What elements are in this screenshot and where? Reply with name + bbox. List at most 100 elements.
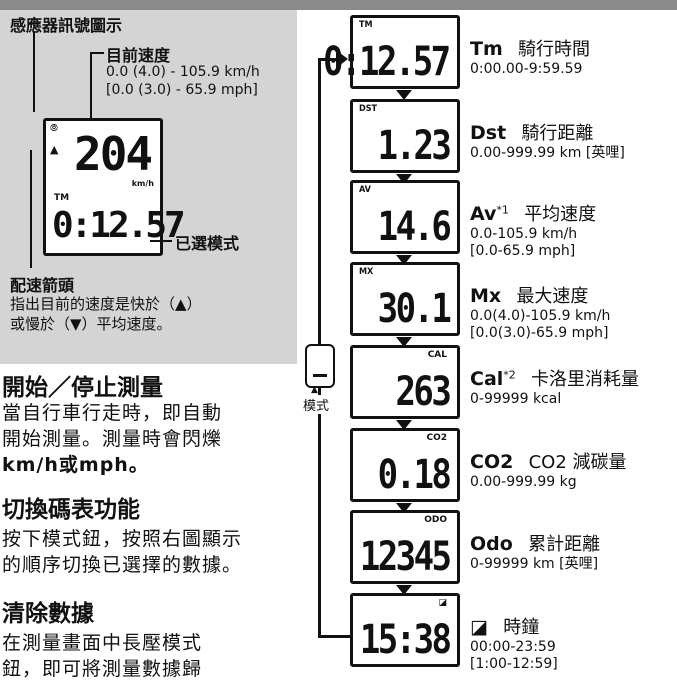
mode-footnote-mark: *2: [503, 368, 516, 382]
current-speed-range-mph: [0.0 (3.0) - 65.9 mph]: [106, 82, 258, 98]
section-text-line: 在測量畫面中長壓模式: [2, 632, 203, 654]
mode-range: 0.00-999.99 kg: [470, 474, 577, 490]
section-text-line: 開始測量。測量時會閃爍: [2, 428, 223, 450]
mode-chinese-name: 時鐘: [503, 617, 540, 638]
display-time: 0:12.57: [52, 205, 186, 246]
mode-title-line: Odo 累計距離: [470, 530, 675, 556]
display-unit: km/h: [131, 179, 154, 188]
flow-loop-top: [318, 58, 338, 61]
flow-arrow-down-icon: [396, 90, 412, 100]
sensor-signal-icon: ⦾: [50, 123, 58, 134]
section-heading-start-stop: 開始／停止測量: [2, 375, 163, 401]
flow-loop-bottom: [318, 635, 350, 638]
mode-range: 0-99999 kcal: [470, 391, 562, 407]
mode-button-bar: [313, 374, 327, 377]
mode-range: 0:00.00-9:59.59: [470, 61, 583, 77]
mode-screen: CO2 0.18: [350, 428, 460, 502]
mode-screen-value: 0:12.57: [323, 39, 452, 85]
mode-leader-line: [150, 240, 172, 242]
mode-chinese-name: CO2 減碳量: [528, 452, 627, 473]
mode-range: 0.0(4.0)-105.9 km/h: [470, 308, 611, 324]
mode-button-label: 模式: [303, 395, 330, 414]
mode-name: Tm: [470, 38, 503, 60]
pace-arrow-up-icon: ▲: [50, 143, 59, 156]
mode-chinese-name: 平均速度: [524, 204, 597, 225]
selected-mode-label: 已選模式: [175, 234, 240, 253]
mode-range: [0.0-65.9 mph]: [470, 243, 576, 259]
current-speed-title: 目前速度: [106, 46, 171, 65]
current-speed-range-kmh: 0.0 (4.0) - 105.9 km/h: [106, 64, 260, 80]
mode-footnote-mark: *1: [496, 203, 509, 217]
section-heading-switch-function: 切換碼表功能: [2, 497, 140, 523]
flow-arrow-right-icon: [336, 50, 348, 68]
mode-screen-tag: ODO: [424, 515, 447, 525]
mode-chinese-name: 最大速度: [516, 286, 589, 307]
pace-arrow-desc-2: 或慢於（▼）平均速度。: [10, 315, 172, 333]
mode-screen-tag: CAL: [427, 350, 447, 360]
mode-screen-tag: CO2: [426, 433, 447, 443]
flow-arrow-down-icon: [396, 174, 412, 184]
mode-arrow-up-icon: ▲: [311, 385, 318, 395]
mode-chinese-name: 騎行距離: [521, 123, 594, 144]
display-speed: 204: [74, 127, 153, 181]
sensor-icon-label: 感應器訊號圖示: [10, 16, 123, 35]
mode-name: Odo: [470, 533, 513, 555]
mode-screen-tag: MX: [359, 267, 374, 277]
pace-arrow-title: 配速箭頭: [10, 276, 75, 295]
section-text-line: 的順序切換已選擇的數據。: [2, 554, 243, 576]
pace-leader-line: [30, 150, 32, 268]
mode-screen-value: 14.6: [377, 204, 451, 250]
mode-title-line: Cal*2 卡洛里消耗量: [470, 365, 675, 391]
section-text-line: 當自行車行走時，即自動: [2, 402, 223, 424]
flow-arrow-down-icon: [396, 420, 412, 430]
mode-screen-value: 0.18: [377, 452, 451, 498]
section-text-line: 按下模式鈕，按照右圖顯示: [2, 528, 243, 550]
pace-arrow-desc-1: 指出目前的速度是快於（▲）: [10, 295, 202, 313]
mode-screen-tag: DST: [359, 104, 378, 114]
mode-screen: AV 14.6: [350, 180, 460, 254]
mode-chinese-name: 騎行時間: [518, 39, 591, 60]
mode-screen: TM 0:12.57: [324, 15, 460, 89]
flow-arrow-down-icon: [396, 503, 412, 513]
mode-name: CO2: [470, 451, 514, 473]
speed-leader-v: [90, 52, 92, 122]
section-heading-clear-data: 清除數據: [2, 601, 94, 627]
mode-title-line: ◪ 時鐘: [470, 613, 675, 639]
mode-range: 0.00-999.99 km [英哩]: [470, 145, 625, 161]
flow-arrow-down-icon: [396, 255, 412, 265]
mode-screen: ODO 12345: [350, 510, 460, 584]
mode-name: Dst: [470, 122, 507, 144]
mode-range: [1:00-12:59]: [470, 656, 558, 672]
clock-icon: ◪: [438, 598, 447, 608]
mode-title-line: Dst 騎行距離: [470, 119, 675, 145]
flow-arrow-down-icon: [396, 585, 412, 595]
mode-screen-value: 30.1: [377, 286, 451, 332]
mode-range: [0.0(3.0)-65.9 mph]: [470, 325, 609, 341]
mode-screen-tag: AV: [359, 185, 371, 195]
speed-leader-h: [90, 52, 104, 54]
section-text-line: km/h或mph。: [2, 454, 149, 476]
device-display: ⦾ ▲ 204 km/h TM 0:12.57: [43, 118, 186, 256]
mode-title-line: Mx 最大速度: [470, 282, 675, 308]
clock-mode-icon: ◪: [470, 616, 488, 638]
mode-button[interactable]: [305, 344, 335, 388]
header-band: [0, 0, 677, 10]
mode-screen-value: 15:38: [359, 617, 451, 663]
mode-range: 00:00-23:59: [470, 639, 556, 655]
mode-screen-value: 12345: [359, 534, 451, 580]
mode-screen-tag: TM: [359, 20, 373, 30]
mode-range: 0-99999 km [英哩]: [470, 556, 599, 572]
mode-title-line: Av*1 平均速度: [470, 200, 675, 226]
flow-arrow-down-icon: [396, 337, 412, 347]
display-tm-tag: TM: [54, 193, 70, 203]
mode-screen: ◪ 15:38: [350, 593, 460, 667]
